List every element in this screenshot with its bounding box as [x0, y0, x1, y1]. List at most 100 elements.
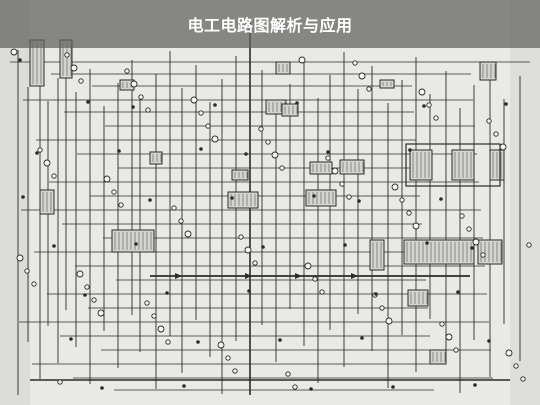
terminal-node — [385, 317, 393, 325]
terminal-node — [184, 230, 192, 238]
terminal-node — [76, 270, 84, 278]
terminal-node — [319, 289, 325, 295]
junction-dot — [391, 385, 395, 389]
terminal-node — [459, 213, 465, 219]
terminal-node — [91, 297, 97, 303]
junction-dot — [100, 386, 104, 390]
junction-dot — [35, 151, 39, 155]
terminal-node — [513, 363, 519, 369]
junction-dot — [134, 242, 138, 246]
terminal-node — [64, 52, 70, 58]
terminal-node — [426, 102, 432, 108]
terminal-node — [358, 72, 366, 80]
junction-dot — [83, 293, 87, 297]
module-frame — [405, 143, 501, 187]
junction-dot — [199, 147, 203, 151]
junction-dot — [343, 243, 347, 247]
arrow-mark — [351, 273, 358, 279]
component-block — [477, 239, 503, 265]
junction-dot — [230, 196, 234, 200]
junction-dot — [69, 337, 73, 341]
junction-dot — [312, 194, 316, 198]
arrow-mark — [175, 273, 182, 279]
terminal-node — [486, 118, 492, 124]
title-banner: 电工电路图解析与应用 — [0, 0, 540, 48]
junction-dot — [261, 245, 265, 249]
junction-dot — [487, 339, 491, 343]
terminal-node — [439, 321, 445, 327]
arrow-mark — [295, 273, 302, 279]
terminal-node — [325, 155, 331, 161]
junction-dot — [326, 150, 330, 154]
terminal-node — [304, 262, 312, 270]
terminal-node — [24, 268, 30, 274]
component-block — [231, 169, 249, 181]
terminal-node — [352, 60, 358, 66]
junction-dot — [360, 336, 364, 340]
junction-dot — [504, 102, 508, 106]
terminal-node — [198, 110, 204, 116]
terminal-node — [399, 197, 405, 203]
junction-dot — [247, 289, 251, 293]
junction-dot — [374, 292, 378, 296]
terminal-node — [70, 64, 78, 72]
junction-dot — [439, 197, 443, 201]
terminal-node — [258, 126, 264, 132]
terminal-node — [391, 183, 399, 191]
terminal-node — [366, 86, 372, 92]
terminal-node — [165, 339, 171, 345]
edge-shade — [510, 0, 540, 405]
terminal-node — [225, 355, 231, 361]
terminal-node — [144, 300, 150, 306]
terminal-node — [157, 325, 165, 333]
terminal-node — [37, 147, 43, 153]
edge-shade — [0, 0, 30, 405]
terminal-node — [526, 242, 532, 248]
terminal-node — [339, 181, 345, 187]
junction-dot — [295, 101, 299, 105]
terminal-node — [520, 376, 526, 382]
terminal-node — [480, 252, 486, 258]
junction-dot — [213, 103, 217, 107]
terminal-node — [433, 115, 439, 121]
component-block — [479, 61, 497, 81]
terminal-node — [171, 205, 177, 211]
component-block — [281, 103, 299, 117]
terminal-node — [493, 131, 499, 137]
terminal-node — [505, 349, 513, 357]
terminal-node — [103, 175, 111, 183]
terminal-node — [138, 94, 144, 100]
junction-dot — [148, 198, 152, 202]
terminal-node — [292, 384, 298, 390]
terminal-node — [10, 48, 18, 56]
terminal-node — [211, 135, 219, 143]
junction-dot — [408, 148, 412, 152]
terminal-node — [406, 210, 412, 216]
junction-dot — [196, 340, 200, 344]
terminal-node — [312, 276, 318, 282]
junction-dot — [473, 383, 477, 387]
component-block — [111, 229, 155, 253]
terminal-node — [217, 341, 225, 349]
junction-dot — [86, 100, 90, 104]
junction-dot — [182, 384, 186, 388]
component-block — [429, 349, 447, 365]
junction-dot — [131, 105, 135, 109]
terminal-node — [178, 218, 184, 224]
terminal-node — [379, 305, 385, 311]
terminal-node — [285, 371, 291, 377]
terminal-node — [466, 226, 472, 232]
terminal-node — [346, 194, 352, 200]
junction-dot — [309, 387, 313, 391]
terminal-node — [445, 333, 453, 341]
terminal-node — [118, 202, 124, 208]
terminal-node — [31, 281, 37, 287]
terminal-node — [298, 56, 306, 64]
terminal-node — [145, 107, 151, 113]
terminal-node — [130, 80, 138, 88]
terminal-node — [499, 143, 507, 151]
page-title: 电工电路图解析与应用 — [187, 16, 353, 35]
terminal-node — [151, 313, 157, 319]
